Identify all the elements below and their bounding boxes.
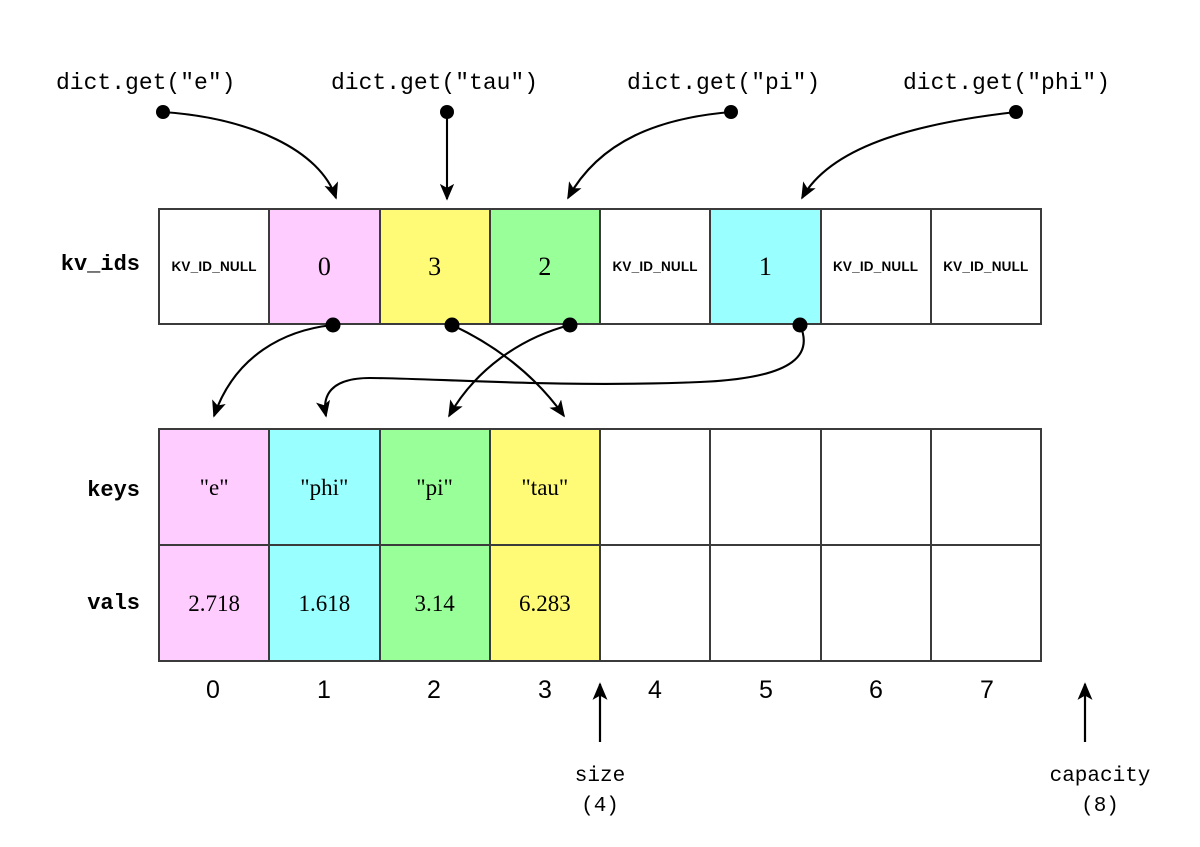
vals-value-1: 1.618 xyxy=(298,590,351,616)
keys-value-0: "e" xyxy=(199,474,229,500)
kv-ids-value-3: 2 xyxy=(538,251,552,281)
kv-ids-value-7: KV_ID_NULL xyxy=(943,258,1029,274)
keys-cell-4[interactable] xyxy=(601,430,712,544)
index-label-4: 4 xyxy=(648,676,662,704)
vals-row: 2.718 1.618 3.14 6.283 xyxy=(160,546,1040,660)
link-kvids1-to-keys0 xyxy=(212,317,341,418)
call-label-phi: dict.get("phi") xyxy=(903,70,1111,96)
vals-cell-6[interactable] xyxy=(821,546,932,660)
capacity-marker-label: capacity (8) xyxy=(1050,762,1151,823)
arrow-get-phi xyxy=(801,105,1023,200)
index-label-2: 2 xyxy=(427,676,441,704)
keys-value-2: "pi" xyxy=(416,474,453,500)
call-label-e: dict.get("e") xyxy=(56,70,236,96)
kv-ids-cell-1[interactable]: 0 xyxy=(270,210,381,323)
keys-cell-2[interactable]: "pi" xyxy=(380,430,491,544)
keys-value-3: "tau" xyxy=(521,474,569,500)
index-label-5: 5 xyxy=(759,676,773,704)
kv-ids-value-0: KV_ID_NULL xyxy=(171,258,257,274)
link-path-slot1 xyxy=(212,323,334,418)
link-kvids5-to-keys1 xyxy=(316,317,808,418)
size-marker-name: size xyxy=(574,765,626,788)
vals-value-0: 2.718 xyxy=(188,590,240,616)
vals-value-3: 6.283 xyxy=(519,590,571,616)
kv-ids-value-2: 3 xyxy=(428,251,442,281)
link-path-slot5 xyxy=(316,324,805,418)
keys-cell-0[interactable]: "e" xyxy=(160,430,271,544)
kv-ids-array: KV_ID_NULL 0 3 2 KV_ID_NULL 1 KV_ID_NULL… xyxy=(158,208,1042,325)
keys-cell-3[interactable]: "tau" xyxy=(490,430,601,544)
kv-ids-cell-3[interactable]: 2 xyxy=(490,210,601,323)
arrow-get-pi xyxy=(567,105,738,200)
arrow-source-dot-phi xyxy=(1009,105,1023,119)
vals-cell-2[interactable]: 3.14 xyxy=(380,546,491,660)
vals-cell-4[interactable] xyxy=(601,546,712,660)
arrow-path-phi xyxy=(801,110,1017,200)
kv-ids-cell-0[interactable]: KV_ID_NULL xyxy=(160,210,271,323)
index-label-6: 6 xyxy=(869,676,883,704)
kv-ids-value-5: 1 xyxy=(758,251,772,281)
keys-vals-array: "e" "phi" "pi" "tau" 2.718 1.618 3.14 6.… xyxy=(158,428,1042,662)
link-kvids2-to-keys3 xyxy=(444,317,565,418)
vals-cell-1[interactable]: 1.618 xyxy=(270,546,381,660)
kv-ids-cell-2[interactable]: 3 xyxy=(380,210,491,323)
keys-cell-5[interactable] xyxy=(711,430,822,544)
row-label-vals: vals xyxy=(87,591,140,616)
index-label-0: 0 xyxy=(206,676,220,704)
vals-cell-7[interactable] xyxy=(931,546,1040,660)
arrow-source-dot-e xyxy=(156,105,170,119)
call-label-pi: dict.get("pi") xyxy=(627,70,821,96)
arrow-path-pi xyxy=(567,110,732,200)
size-marker-value: (4) xyxy=(581,795,619,819)
vals-cell-5[interactable] xyxy=(711,546,822,660)
keys-cell-6[interactable] xyxy=(821,430,932,544)
row-label-keys: keys xyxy=(87,478,140,503)
index-label-7: 7 xyxy=(980,676,994,704)
capacity-marker-name: capacity xyxy=(1049,765,1151,788)
kv-ids-cell-6[interactable]: KV_ID_NULL xyxy=(821,210,932,323)
link-path-slot2 xyxy=(451,324,565,418)
size-marker-label: size (4) xyxy=(575,762,625,823)
kv-ids-value-6: KV_ID_NULL xyxy=(832,258,919,274)
keys-cell-1[interactable]: "phi" xyxy=(270,430,381,544)
kv-ids-value-4: KV_ID_NULL xyxy=(612,258,698,274)
capacity-marker-value: (8) xyxy=(1081,795,1119,819)
kv-ids-cell-5[interactable]: 1 xyxy=(711,210,822,323)
keys-row: "e" "phi" "pi" "tau" xyxy=(160,430,1040,546)
keys-cell-7[interactable] xyxy=(931,430,1040,544)
vals-cell-0[interactable]: 2.718 xyxy=(160,546,271,660)
call-label-tau: dict.get("tau") xyxy=(331,70,539,96)
index-label-1: 1 xyxy=(317,676,331,704)
row-label-kv-ids: kv_ids xyxy=(60,252,140,277)
arrow-source-dot-tau xyxy=(440,105,454,119)
link-kvids3-to-keys2 xyxy=(448,317,578,418)
keys-value-1: "phi" xyxy=(300,474,349,500)
index-label-3: 3 xyxy=(538,676,552,704)
arrow-source-dot-pi xyxy=(724,105,738,119)
vals-value-2: 3.14 xyxy=(414,590,455,616)
link-path-slot3 xyxy=(448,323,571,418)
arrow-path-e xyxy=(162,110,338,200)
vals-cell-3[interactable]: 6.283 xyxy=(490,546,601,660)
kv-ids-cell-7[interactable]: KV_ID_NULL xyxy=(931,210,1040,323)
kv-ids-cell-4[interactable]: KV_ID_NULL xyxy=(601,210,712,323)
kv-ids-value-1: 0 xyxy=(317,251,331,281)
arrow-get-tau xyxy=(439,105,455,201)
arrow-get-e xyxy=(156,105,338,200)
